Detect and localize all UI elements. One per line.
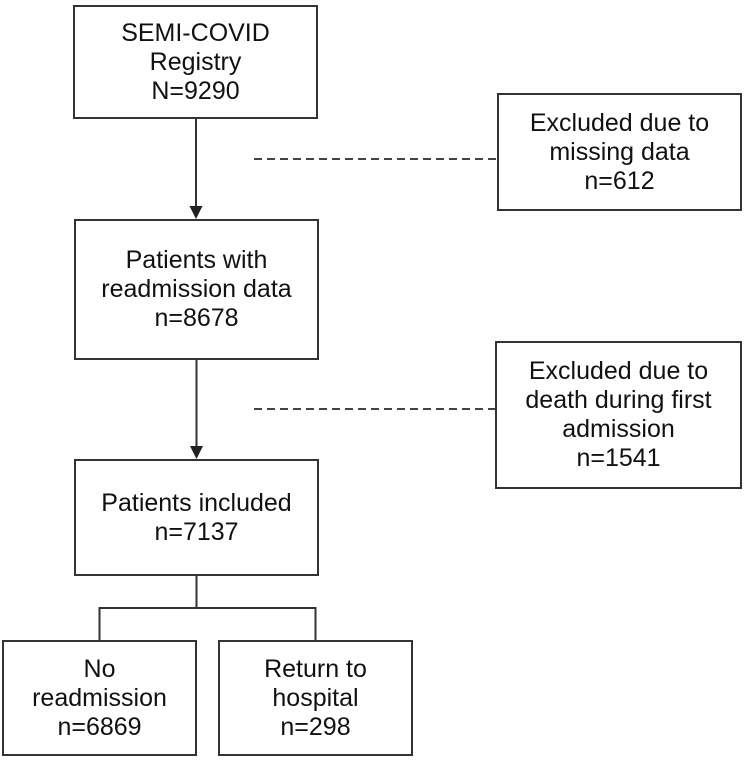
node-no-readmission: No readmission n=6869 xyxy=(2,640,197,756)
node-no-readmission-line: No xyxy=(83,654,116,683)
node-excluded-death-line: death during first xyxy=(525,386,712,414)
node-return-hospital-line: Return to xyxy=(264,654,367,683)
node-excluded-death-line: admission xyxy=(562,415,675,443)
node-excluded-missing-data: Excluded due to missing data n=612 xyxy=(497,93,742,211)
node-patients-included: Patients included n=7137 xyxy=(74,459,319,576)
node-return-hospital-line: hospital xyxy=(272,683,359,712)
node-patients-with-readmission-data: Patients with readmission data n=8678 xyxy=(74,219,319,360)
node-no-readmission-count: n=6869 xyxy=(57,712,142,741)
node-readmission-line: readmission data xyxy=(101,275,292,303)
node-excluded-missing-count: n=612 xyxy=(584,166,655,195)
node-excluded-missing-line: Excluded due to xyxy=(529,108,710,137)
node-return-hospital-count: n=298 xyxy=(280,712,351,741)
node-no-readmission-line: readmission xyxy=(32,683,167,712)
node-readmission-count: n=8678 xyxy=(154,304,239,332)
node-excluded-death-first-admission: Excluded due to death during first admis… xyxy=(495,341,742,489)
node-registry-count: N=9290 xyxy=(151,76,240,105)
arrowhead-readmission-included xyxy=(190,446,203,459)
node-included-line: Patients included xyxy=(101,488,292,517)
node-excluded-death-count: n=1541 xyxy=(576,444,661,472)
node-excluded-missing-line: missing data xyxy=(549,137,690,166)
node-readmission-line: Patients with xyxy=(125,246,268,274)
node-registry-line: SEMI-COVID xyxy=(121,18,270,47)
node-return-to-hospital: Return to hospital n=298 xyxy=(218,640,413,756)
arrowhead-registry-readmission xyxy=(189,206,203,219)
node-included-count: n=7137 xyxy=(154,517,239,546)
node-registry: SEMI-COVID Registry N=9290 xyxy=(73,5,318,119)
node-registry-line: Registry xyxy=(149,47,242,76)
node-excluded-death-line: Excluded due to xyxy=(528,357,709,385)
